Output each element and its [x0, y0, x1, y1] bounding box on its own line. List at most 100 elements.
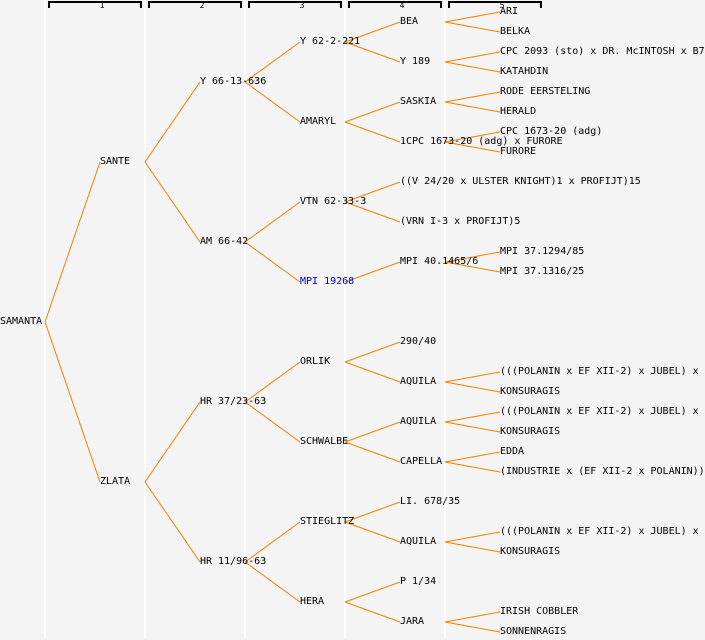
column-header-bracket	[48, 1, 142, 8]
pedigree-node-gen4: MPI 40.1465/6	[400, 256, 479, 267]
pedigree-link	[244, 241, 301, 283]
pedigree-link	[444, 411, 501, 423]
pedigree-node-gen5: EDDA	[500, 446, 525, 457]
pedigree-node-gen5: KONSURAGIS	[500, 546, 561, 557]
pedigree-node-gen2: Y 66-13-636	[200, 76, 267, 87]
pedigree-link	[344, 21, 401, 43]
column-header-bracket	[448, 1, 542, 8]
column-number: 4	[399, 1, 405, 10]
pedigree-link	[344, 101, 401, 123]
pedigree-link	[244, 81, 301, 123]
pedigree-node-gen4: BEA	[400, 16, 419, 27]
pedigree-link	[444, 621, 501, 633]
pedigree-node-gen5: ARI	[500, 6, 519, 17]
pedigree-node-gen5: (((POLANIN x EF XII-2) x JUBEL) x	[500, 366, 699, 377]
pedigree-node-gen4: 1CPC 1673-20 (adg) x FURORE	[400, 136, 563, 147]
pedigree-node-gen2: HR 37/23-63	[200, 396, 267, 407]
pedigree-link	[344, 601, 401, 623]
pedigree-node-gen5: MPI 37.1294/85	[500, 246, 585, 257]
pedigree-node-gen5: KONSURAGIS	[500, 426, 561, 437]
pedigree-link	[344, 581, 401, 603]
pedigree-link	[244, 561, 301, 603]
column-separator	[444, 0, 446, 638]
column-header-bracket	[348, 1, 442, 8]
pedigree-node-gen3: VTN 62-33-3	[300, 196, 367, 207]
pedigree-node-gen5: BELKA	[500, 26, 531, 37]
pedigree-node-gen3: ORLIK	[300, 356, 331, 367]
pedigree-node-gen4: SASKIA	[400, 96, 437, 107]
column-number: 5	[499, 1, 505, 10]
pedigree-node-gen2: AM 66-42	[200, 236, 249, 247]
pedigree-link	[144, 401, 201, 483]
pedigree-link	[244, 361, 301, 403]
column-header-bracket	[148, 1, 242, 8]
pedigree-node-gen5: SONNENRAGIS	[500, 626, 567, 637]
pedigree-link	[444, 531, 501, 543]
pedigree-node-gen5: CPC 2093 (sto) x DR. McINTOSH x B7	[500, 46, 705, 57]
pedigree-node-gen1: ZLATA	[100, 476, 131, 487]
pedigree-node-gen4: Y 189	[400, 56, 431, 67]
column-number: 1	[99, 1, 105, 10]
pedigree-link	[444, 61, 501, 73]
pedigree-link	[444, 101, 501, 113]
pedigree-node-gen3: STIEGLITZ	[300, 516, 355, 527]
pedigree-link	[444, 131, 501, 143]
pedigree-link	[444, 371, 501, 383]
column-number: 3	[299, 1, 305, 10]
pedigree-link	[144, 81, 201, 163]
pedigree-link	[444, 21, 501, 33]
pedigree-link	[344, 361, 401, 383]
pedigree-node-gen3: Y 62-2-221	[300, 36, 361, 47]
pedigree-link	[344, 201, 401, 223]
pedigree-link	[444, 461, 501, 473]
pedigree-link	[444, 381, 501, 393]
pedigree-node-gen4: ((V 24/20 x ULSTER KNIGHT)1 x PROFIJT)15	[400, 176, 641, 187]
pedigree-node-gen4: LI. 678/35	[400, 496, 461, 507]
pedigree-node-gen0: SAMANTA	[0, 316, 43, 327]
pedigree-node-gen2: HR 11/96-63	[200, 556, 267, 567]
pedigree-node-gen1: SANTE	[100, 156, 131, 167]
pedigree-link	[344, 41, 401, 63]
column-separator	[244, 0, 246, 638]
pedigree-node-gen4: CAPELLA	[400, 456, 443, 467]
pedigree-link	[144, 161, 201, 243]
column-separator	[144, 0, 146, 638]
pedigree-link	[244, 41, 301, 83]
pedigree-link	[44, 321, 101, 483]
pedigree-link	[44, 161, 101, 323]
pedigree-link	[244, 521, 301, 563]
column-separator	[344, 0, 346, 638]
column-number: 2	[199, 1, 205, 10]
pedigree-node-gen5: KONSURAGIS	[500, 386, 561, 397]
pedigree-node-gen5: (INDUSTRIE x (EF XII-2 x POLANIN))	[500, 466, 705, 477]
pedigree-node-gen3: AMARYL	[300, 116, 337, 127]
pedigree-node-gen5: HERALD	[500, 106, 537, 117]
column-separator	[44, 0, 46, 638]
pedigree-link	[344, 441, 401, 463]
pedigree-node-gen5: RODE EERSTELING	[500, 86, 591, 97]
pedigree-link	[244, 401, 301, 443]
pedigree-link	[444, 261, 501, 273]
pedigree-link	[344, 521, 401, 543]
column-header-bracket	[248, 1, 342, 8]
pedigree-link	[444, 421, 501, 433]
pedigree-link	[344, 121, 401, 143]
pedigree-node-gen4: JARA	[400, 616, 425, 627]
pedigree-node-gen4: AQUILA	[400, 376, 437, 387]
pedigree-node-gen4: AQUILA	[400, 536, 437, 547]
pedigree-link	[444, 251, 501, 263]
pedigree-node-gen5: (((POLANIN x EF XII-2) x JUBEL) x	[500, 526, 699, 537]
pedigree-link	[444, 141, 501, 153]
pedigree-link	[344, 421, 401, 443]
pedigree-node-gen3: SCHWALBE	[300, 436, 349, 447]
pedigree-node-gen3[interactable]: MPI 19268	[300, 276, 355, 287]
pedigree-node-gen4: AQUILA	[400, 416, 437, 427]
pedigree-node-gen5: IRISH COBBLER	[500, 606, 579, 617]
pedigree-node-gen5: (((POLANIN x EF XII-2) x JUBEL) x	[500, 406, 699, 417]
pedigree-link	[344, 501, 401, 523]
pedigree-link	[344, 261, 401, 283]
pedigree-node-gen4: P 1/34	[400, 576, 437, 587]
pedigree-link	[344, 181, 401, 203]
pedigree-link	[444, 451, 501, 463]
